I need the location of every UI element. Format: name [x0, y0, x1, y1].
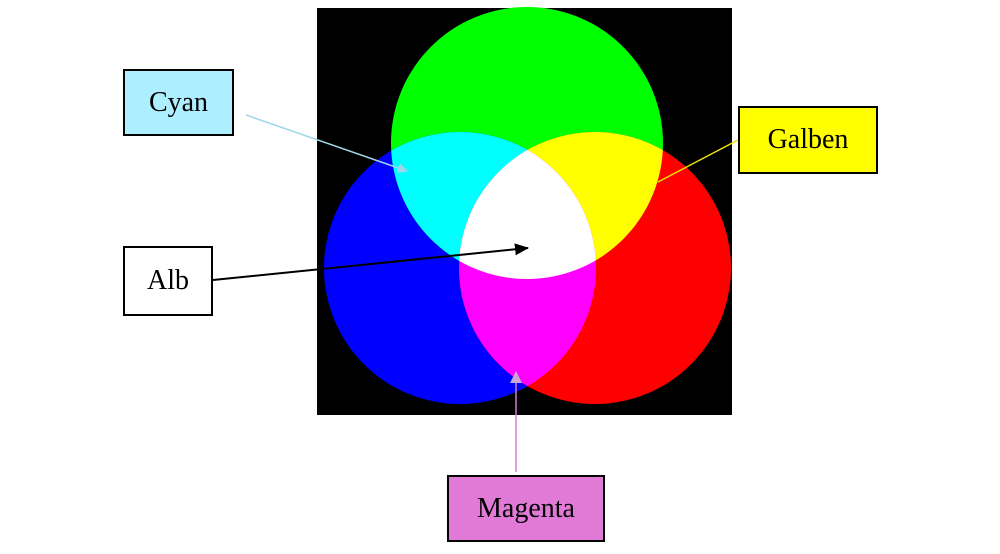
- alb-label: Alb: [123, 246, 213, 316]
- arrow-cyan: [245, 114, 408, 173]
- cyan-label: Cyan: [123, 69, 234, 136]
- magenta-label: Magenta: [447, 475, 605, 542]
- arrow-yellow: [657, 139, 739, 183]
- arrow-white: [212, 243, 529, 281]
- galben-label: Galben: [738, 106, 878, 174]
